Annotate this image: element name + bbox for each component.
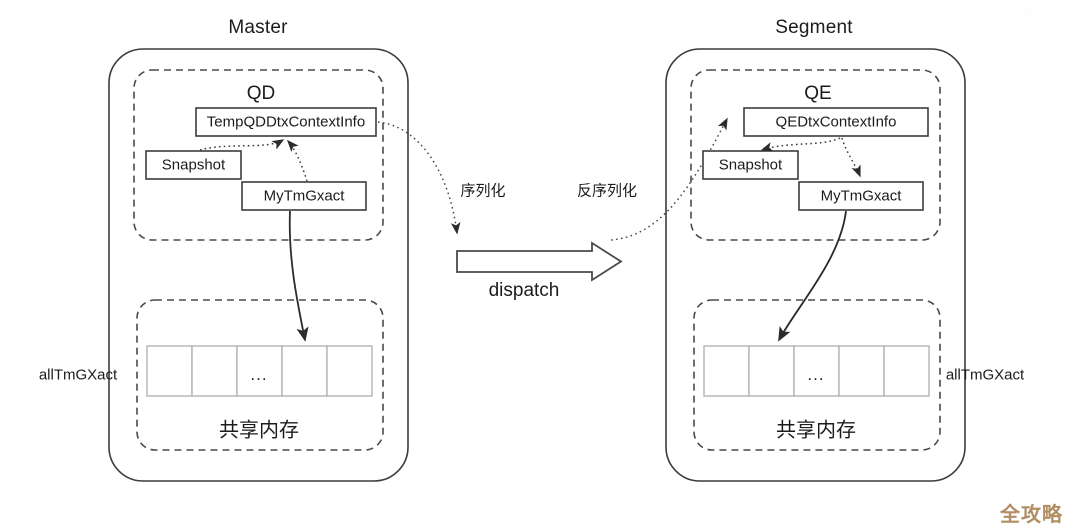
- array-label-left: allTmGXact: [38, 366, 118, 384]
- segment-shared-memory-zone: [693, 299, 941, 451]
- watermark-corner: 全攻略: [998, 6, 1038, 21]
- arrow-context-to-mytmgxact-right: [841, 137, 861, 178]
- node-label-temp-qd-dtx-context-info[interactable]: TempQDDtxContextInfo: [206, 113, 366, 131]
- shared-memory-label-right: 共享内存: [776, 417, 856, 442]
- segment-array-cells: [703, 345, 930, 397]
- segment-container: [665, 48, 966, 482]
- page-title-segment: Segment: [775, 17, 853, 38]
- watermark: 全攻略: [1000, 502, 1063, 526]
- master-container: [108, 48, 409, 482]
- array-cell-ellipsis-right: ...: [807, 365, 825, 384]
- master-shared-memory-zone: [136, 299, 384, 451]
- box-my-tm-gxact-right[interactable]: [798, 181, 924, 211]
- box-qe-dtx-context-info[interactable]: [743, 107, 929, 137]
- arrow-mytmgxact-to-shared-memory-right: [778, 210, 847, 342]
- node-label-snapshot-right[interactable]: Snapshot: [718, 156, 783, 174]
- shared-memory-label-left: 共享内存: [219, 417, 299, 442]
- master-array-cells: [146, 345, 373, 397]
- deserialize-label: 反序列化: [576, 181, 638, 200]
- qd-zone: [133, 69, 384, 241]
- zone-title-qe: QE: [804, 83, 832, 104]
- zone-title-qd: QD: [246, 83, 276, 104]
- box-snapshot-left[interactable]: [145, 150, 242, 180]
- box-snapshot-right[interactable]: [702, 150, 799, 180]
- array-label-right: allTmGXact: [945, 366, 1025, 384]
- arrow-mytmgxact-to-shared-memory-left: [288, 210, 309, 342]
- node-label-snapshot-left[interactable]: Snapshot: [161, 156, 226, 174]
- arrow-context-to-snapshot-right: [760, 137, 841, 152]
- qe-zone: [690, 69, 941, 241]
- arrow-serialize: [377, 121, 461, 235]
- arrow-mytmgxact-to-context-left: [287, 139, 308, 182]
- arrow-snapshot-to-context-left: [199, 139, 285, 151]
- array-cell-ellipsis-left: ...: [250, 365, 268, 384]
- node-label-my-tm-gxact-left[interactable]: MyTmGxact: [263, 187, 345, 205]
- dispatch-block-arrow: [456, 241, 623, 282]
- serialize-label: 序列化: [460, 181, 506, 200]
- box-temp-qd-dtx-context-info[interactable]: [195, 107, 377, 137]
- box-my-tm-gxact-left[interactable]: [241, 181, 367, 211]
- node-label-my-tm-gxact-right[interactable]: MyTmGxact: [820, 187, 902, 205]
- dispatch-label: dispatch: [488, 280, 560, 301]
- page-title-master: Master: [228, 17, 288, 38]
- node-label-qe-dtx-context-info[interactable]: QEDtxContextInfo: [775, 113, 897, 131]
